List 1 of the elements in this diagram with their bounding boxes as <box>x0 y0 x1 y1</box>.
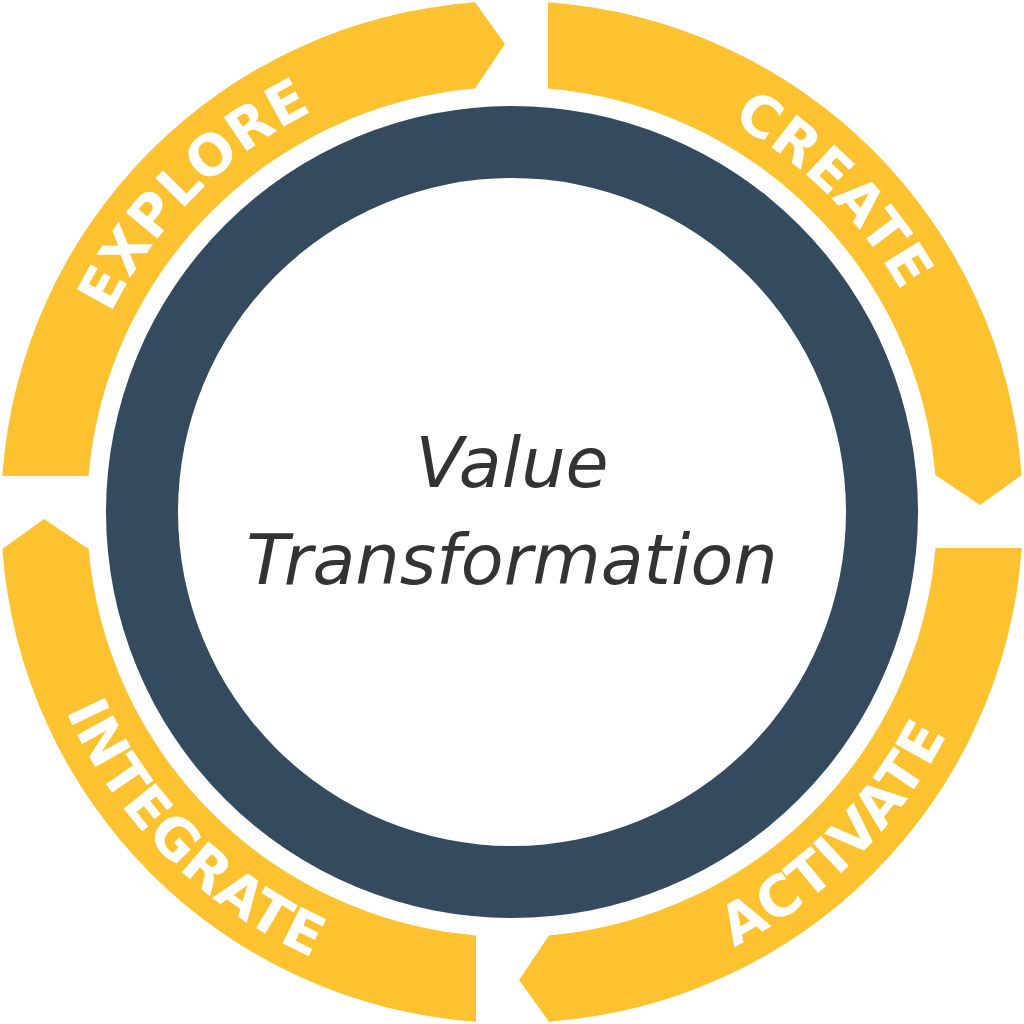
center-title: Value Transformation <box>246 421 778 603</box>
